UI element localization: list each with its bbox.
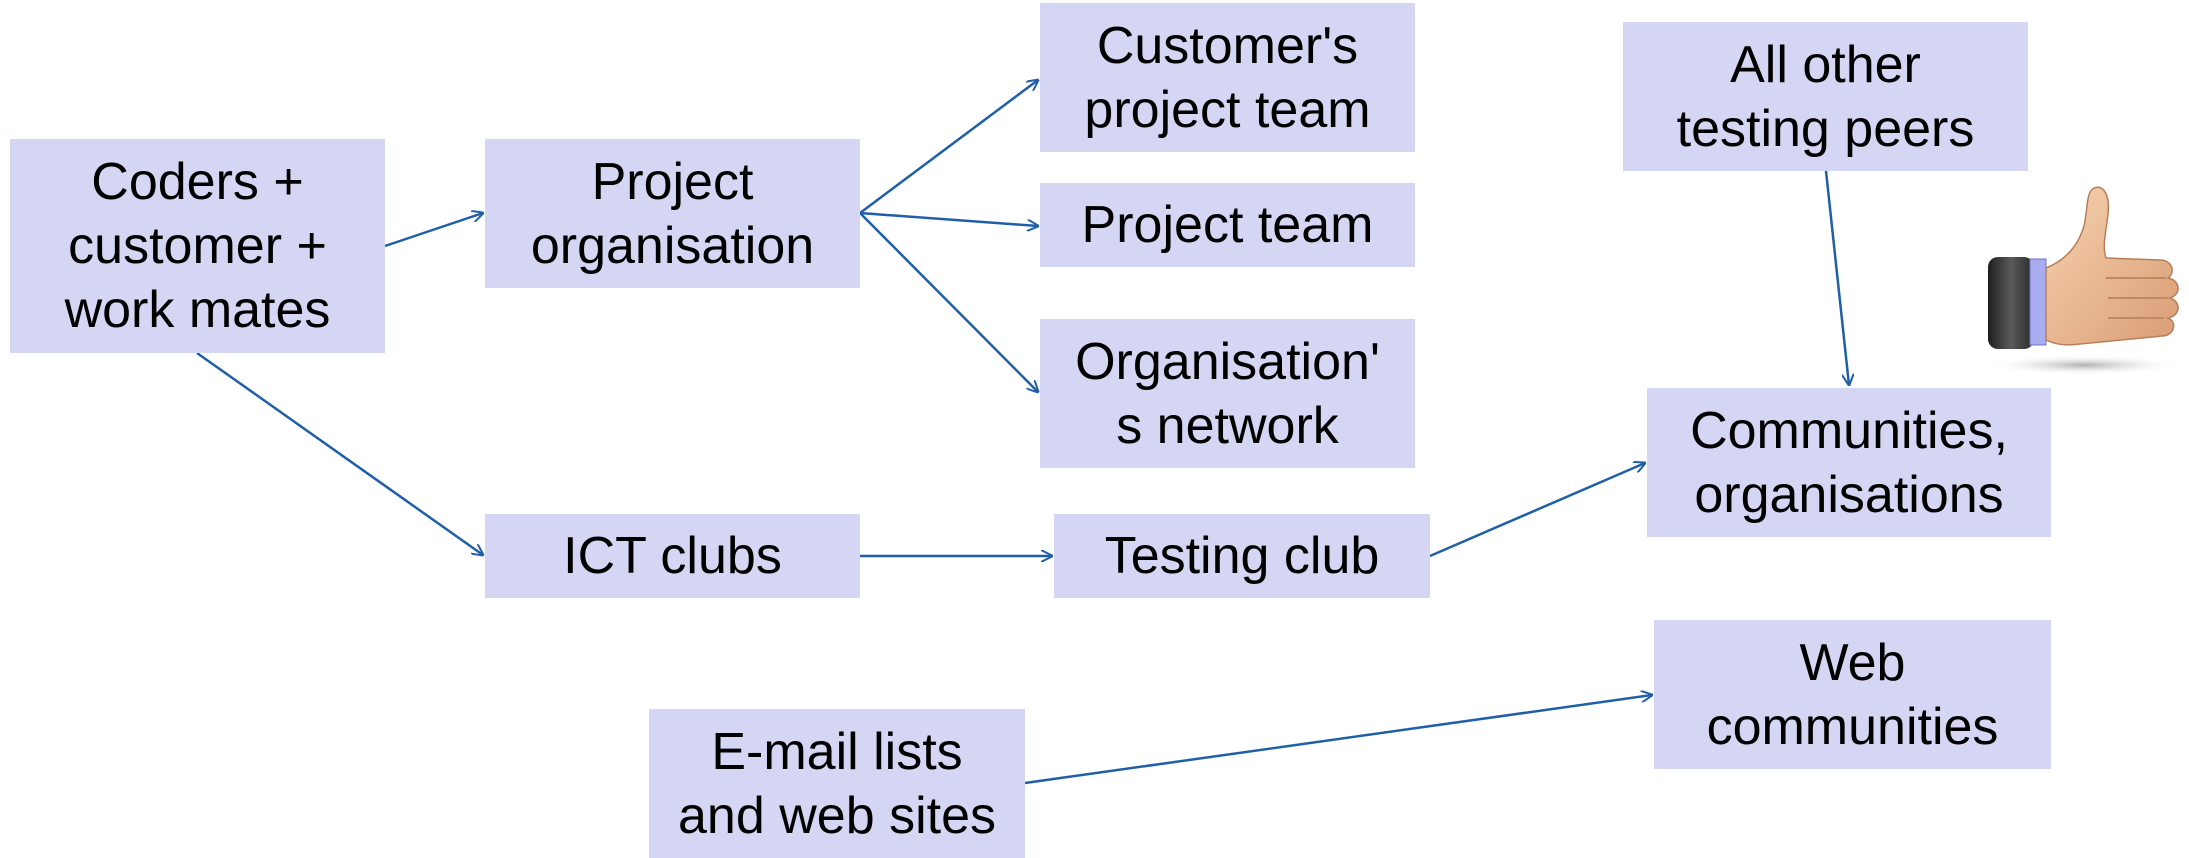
node-project-org-line-1: Project (591, 152, 754, 211)
thumbs-up-icon (1984, 186, 2184, 375)
node-project-org: Project organisation (485, 139, 860, 288)
node-ict-clubs: ICT clubs (485, 514, 860, 598)
edge-project-org-project-team (859, 211, 1038, 226)
node-ict-clubs-line-1: ICT clubs (563, 527, 782, 585)
node-other-peers-line-2: testing peers (1676, 99, 1975, 158)
edge-project-org-customers-team (859, 80, 1038, 215)
node-org-network-line-1: Organisation' (1075, 332, 1380, 391)
node-communities-line-1: Communities, (1690, 401, 2008, 460)
edge-coders-ict-clubs (196, 351, 483, 555)
node-coders-line-3: work mates (64, 281, 331, 339)
node-testing-club: Testing club (1054, 514, 1430, 598)
node-project-org-line-2: organisation (530, 216, 815, 275)
edge-coders-project-org (384, 213, 483, 248)
edge-testing-club-communities (1429, 463, 1645, 558)
node-customers-team: Customer's project team (1040, 3, 1415, 152)
edge-project-org-org-network (859, 212, 1038, 392)
node-email-lists-line-1: E-mail lists (711, 722, 963, 781)
node-customers-team-line-1: Customer's (1096, 16, 1359, 75)
node-org-network-line-2: s network (1116, 396, 1339, 455)
node-testing-club-line-1: Testing club (1104, 527, 1380, 585)
node-other-peers: All other testing peers (1623, 22, 2028, 171)
node-web-communities-line-1: Web (1799, 633, 1906, 692)
node-coders-line-1: Coders + (91, 153, 304, 211)
node-customers-team-line-2: project team (1084, 80, 1371, 139)
node-communities: Communities, organisations (1647, 388, 2051, 537)
node-email-lists: E-mail lists and web sites (649, 709, 1025, 858)
edge-email-lists-web-communities (1024, 695, 1652, 785)
node-org-network: Organisation' s network (1040, 319, 1415, 468)
node-coders: Coders + customer + work mates (10, 139, 385, 353)
node-project-team-line-1: Project team (1081, 196, 1374, 254)
node-other-peers-line-1: All other (1730, 35, 1921, 94)
node-email-lists-line-2: and web sites (678, 786, 996, 845)
node-coders-line-2: customer + (68, 217, 327, 275)
node-web-communities-line-2: communities (1706, 697, 1999, 756)
node-web-communities: Web communities (1654, 620, 2051, 769)
node-project-team: Project team (1040, 183, 1415, 267)
edge-other-peers-communities (1824, 170, 1849, 385)
node-communities-line-2: organisations (1694, 465, 2004, 524)
